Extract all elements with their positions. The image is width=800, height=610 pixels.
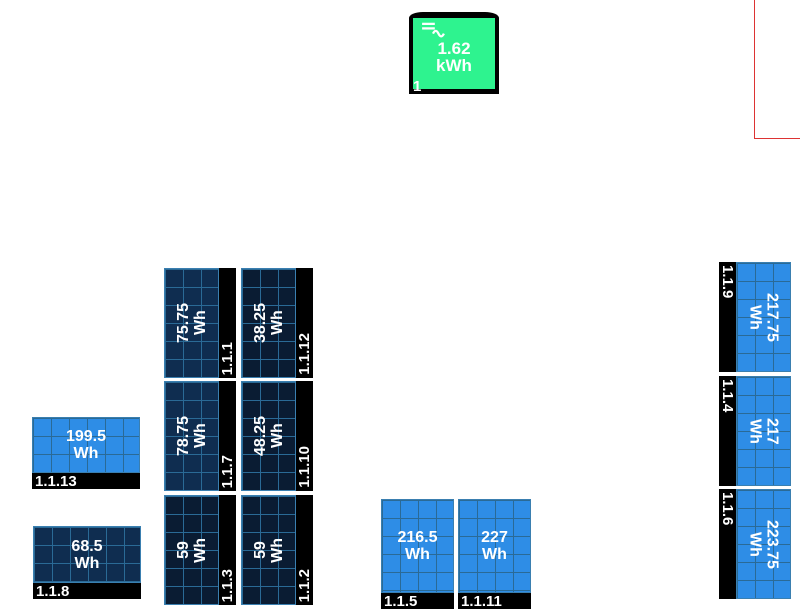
energy-value: 217: [763, 417, 781, 445]
panel-cells: [33, 526, 141, 583]
energy-unit: Wh: [191, 423, 209, 449]
energy-value: 68.5: [71, 537, 103, 555]
energy-value: 78.75: [174, 415, 192, 457]
energy-unit: Wh: [73, 445, 99, 462]
panel-id: 1.1.13: [35, 473, 77, 489]
panel-cells: [381, 499, 454, 593]
panel-id: 1.1.12: [296, 268, 313, 378]
panel-cells: [736, 376, 791, 486]
panel-id-label: 1.1.11: [461, 593, 502, 610]
meter-energy: 1.62: [437, 39, 471, 58]
energy-unit: Wh: [191, 537, 209, 563]
panel-id-label: 1.1.8: [36, 583, 70, 600]
energy-value: 59: [251, 541, 269, 559]
meter-unit: kWh: [436, 56, 472, 75]
panel-id: 1.1.6: [719, 489, 736, 599]
panel-cells: [241, 495, 296, 605]
panel-cells: [736, 489, 791, 599]
panel-id: 1.1.10: [296, 381, 313, 491]
panel-id: 1.1.11: [461, 593, 502, 609]
panel-id-label: 1.1.4: [719, 379, 736, 413]
panel-id-label: 1.1.6: [719, 492, 736, 526]
energy-unit: Wh: [746, 531, 764, 557]
panel-id: 1.1.5: [384, 593, 417, 609]
meter-node[interactable]: 1.62 kWh 1: [409, 12, 499, 94]
panel-id-label: 1.1.13: [35, 473, 77, 490]
meter-id: 1: [413, 78, 422, 95]
energy-value: 216.5: [397, 529, 438, 546]
panel-cells: [32, 417, 140, 473]
energy-value: 38.25: [251, 302, 269, 344]
panel-id-label: 1.1.7: [219, 454, 236, 488]
energy-value: 59: [174, 541, 192, 559]
energy-unit: Wh: [268, 310, 286, 336]
panel-id: 1.1.1: [219, 268, 236, 378]
panel-cells: [458, 499, 531, 593]
panel-id-label: 1.1.12: [296, 333, 313, 375]
energy-unit: Wh: [482, 546, 507, 563]
energy-value: 48.25: [251, 415, 269, 457]
energy-value: 227: [481, 529, 508, 546]
panel-cells: [241, 268, 296, 378]
panel-cells: [736, 262, 791, 372]
panel-id-label: 1.1.3: [219, 568, 236, 602]
panel-cells: [241, 381, 296, 491]
panel-cells: [164, 495, 219, 605]
energy-value: 75.75: [174, 302, 192, 344]
panel-id: 1.1.8: [36, 583, 69, 599]
panel-id: 1.1.7: [219, 381, 236, 491]
meter-face: 1.62 kWh: [413, 18, 495, 89]
energy-unit: Wh: [268, 537, 286, 563]
energy-unit: Wh: [74, 554, 100, 572]
panel-id-label: 1.1.5: [384, 593, 418, 610]
energy-value: 217.75: [763, 292, 781, 342]
panel-id: 1.1.2: [296, 495, 313, 605]
panel-id-label: 1.1.2: [296, 568, 313, 602]
side-panel-frame: [754, 0, 800, 139]
energy-value: 223.75: [763, 519, 781, 569]
panel-id-label: 1.1.10: [296, 446, 313, 488]
energy-unit: Wh: [191, 310, 209, 336]
panel-id-label: 1.1.1: [219, 341, 236, 375]
panel-id: 1.1.3: [219, 495, 236, 605]
panel-cells: [164, 381, 219, 491]
energy-value: 199.5: [65, 428, 107, 445]
panel-id: 1.1.4: [719, 376, 736, 486]
panel-id: 1.1.9: [719, 262, 736, 372]
panel-id-label: 1.1.9: [719, 265, 736, 299]
energy-unit: Wh: [268, 423, 286, 449]
energy-unit: Wh: [746, 304, 764, 330]
energy-unit: Wh: [746, 418, 764, 444]
energy-unit: Wh: [405, 546, 430, 563]
grid-ac-icon: [422, 22, 445, 38]
panel-cells: [164, 268, 219, 378]
